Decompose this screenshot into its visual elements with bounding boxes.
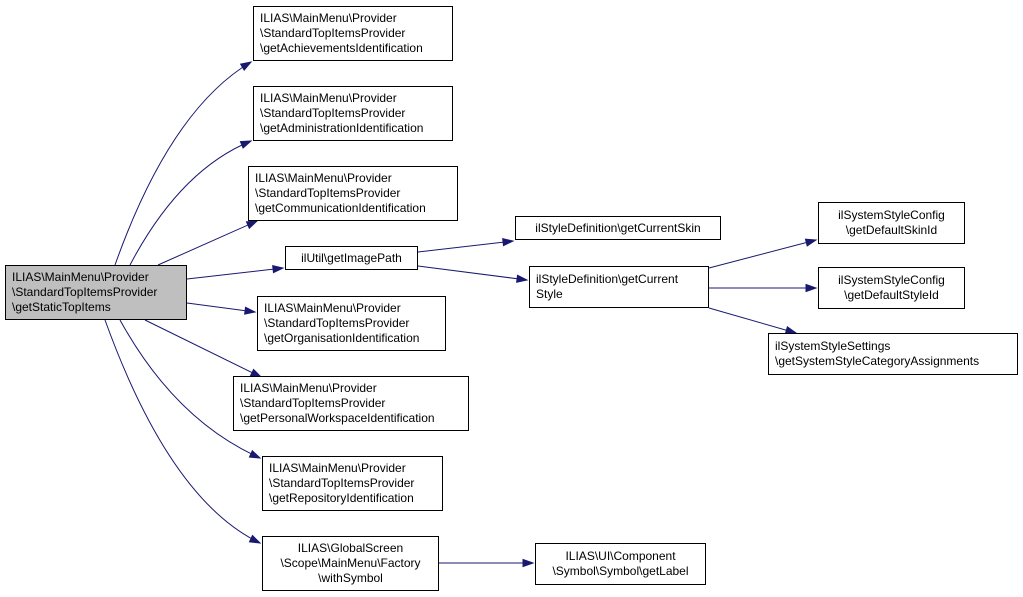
node-label-line: ILIAS\MainMenu\Provider [264,301,401,315]
node-label-line: ilSystemStyleSettings [775,339,891,353]
node-personal[interactable]: ILIAS\MainMenu\Provider\StandardTopItems… [233,376,469,431]
edge-root-to-achievements [114,61,252,266]
node-label-line: ILIAS\MainMenu\Provider [269,461,406,475]
node-defaultskin[interactable]: ilSystemStyleConfig\getDefaultSkinId [818,202,965,244]
arrowhead-achievements [239,61,253,71]
node-withsymbol[interactable]: ILIAS\GlobalScreen\Scope\MainMenu\Factor… [262,536,439,591]
arrowhead-administration [239,140,253,149]
node-label-line: \getAdministrationIdentification [260,121,424,135]
node-administration[interactable]: ILIAS\MainMenu\Provider\StandardTopItems… [253,86,453,141]
node-label-line: Style [536,287,563,301]
node-label-line: ilStyleDefinition\getCurrent [536,272,679,286]
node-categoryassign[interactable]: ilSystemStyleSettings\getSystemStyleCate… [768,333,1018,375]
node-label-line: \StandardTopItemsProvider [240,396,386,410]
arrowhead-getlabel [522,558,535,568]
arrowhead-withsymbol [248,534,262,544]
edge-imagepath-to-currentstyle [417,265,528,281]
edge-root-to-personal [144,319,262,378]
node-label-line: \StandardTopItemsProvider [255,186,401,200]
node-communication[interactable]: ILIAS\MainMenu\Provider\StandardTopItems… [248,166,458,221]
arrowhead-communication [245,220,259,230]
arrowhead-organisation [244,306,257,315]
node-label-line: ilSystemStyleConfig [838,208,945,222]
node-getlabel[interactable]: ILIAS\UI\Component\Symbol\Symbol\getLabe… [535,543,706,585]
node-label-line: \getOrganisationIdentification [264,331,420,345]
node-label-line: ILIAS\MainMenu\Provider [240,381,377,395]
node-label-line: \getPersonalWorkspaceIdentification [240,411,435,425]
edge-root-to-communication [157,220,258,266]
node-imagepath[interactable]: ilUtil\getImagePath [285,246,418,270]
node-label-line: ILIAS\GlobalScreen [297,541,404,555]
node-label-line: \StandardTopItemsProvider [260,106,406,120]
node-label-line: \getCommunicationIdentification [255,201,426,215]
node-label-line: ILIAS\MainMenu\Provider [255,171,392,185]
edge-currentstyle-to-defaultskin [708,239,817,269]
node-label-line: \StandardTopItemsProvider [264,316,410,330]
node-label-line: ilStyleDefinition\getCurrentSkin [535,220,701,235]
edge-root-to-repository [119,319,261,459]
node-repository[interactable]: ILIAS\MainMenu\Provider\StandardTopItems… [262,456,443,511]
node-currentskin[interactable]: ilStyleDefinition\getCurrentSkin [515,216,721,240]
node-organisation[interactable]: ILIAS\MainMenu\Provider\StandardTopItems… [257,296,446,351]
arrowhead-imagepath [272,265,285,274]
arrowhead-repository [248,449,262,459]
edge-root-to-imagepath [186,267,284,280]
node-label-line: \StandardTopItemsProvider [12,285,158,299]
edge-root-to-administration [129,140,252,266]
arrowhead-defaultskin [804,238,818,247]
edge-imagepath-to-currentskin [417,240,514,253]
node-label-line: \getStaticTopItems [12,300,111,314]
node-label-line: \getDefaultStyleId [844,288,939,302]
node-label-line: \Scope\MainMenu\Factory [280,556,421,570]
node-label-line: \StandardTopItemsProvider [260,26,406,40]
arrowhead-currentstyle [516,274,529,283]
edge-root-to-organisation [186,302,256,313]
node-label-line: ILIAS\MainMenu\Provider [12,270,149,284]
edge-root-to-withsymbol [104,319,261,544]
node-root[interactable]: ILIAS\MainMenu\Provider\StandardTopItems… [5,265,187,320]
node-label-line: \getDefaultSkinId [845,223,938,237]
edge-currentstyle-to-categoryassign [708,307,797,334]
node-label-line: \getSystemStyleCategoryAssignments [775,354,980,368]
arrowhead-defaultstyle [805,283,818,293]
node-label-line: \StandardTopItemsProvider [269,476,415,490]
node-defaultstyle[interactable]: ilSystemStyleConfig\getDefaultStyleId [818,267,965,309]
node-label-line: ILIAS\UI\Component [565,549,676,563]
node-label-line: ilSystemStyleConfig [838,273,945,287]
node-label-line: \getAchievementsIdentification [260,41,423,55]
node-label-line: ILIAS\MainMenu\Provider [260,91,397,105]
node-label-line: ILIAS\MainMenu\Provider [260,11,397,25]
node-label-line: \withSymbol [318,571,383,585]
arrowhead-currentskin [502,238,515,247]
node-achievements[interactable]: ILIAS\MainMenu\Provider\StandardTopItems… [253,6,453,61]
node-label-line: ilUtil\getImagePath [301,250,402,265]
node-label-line: \Symbol\Symbol\getLabel [552,564,689,578]
node-label-line: \getRepositoryIdentification [269,491,414,505]
